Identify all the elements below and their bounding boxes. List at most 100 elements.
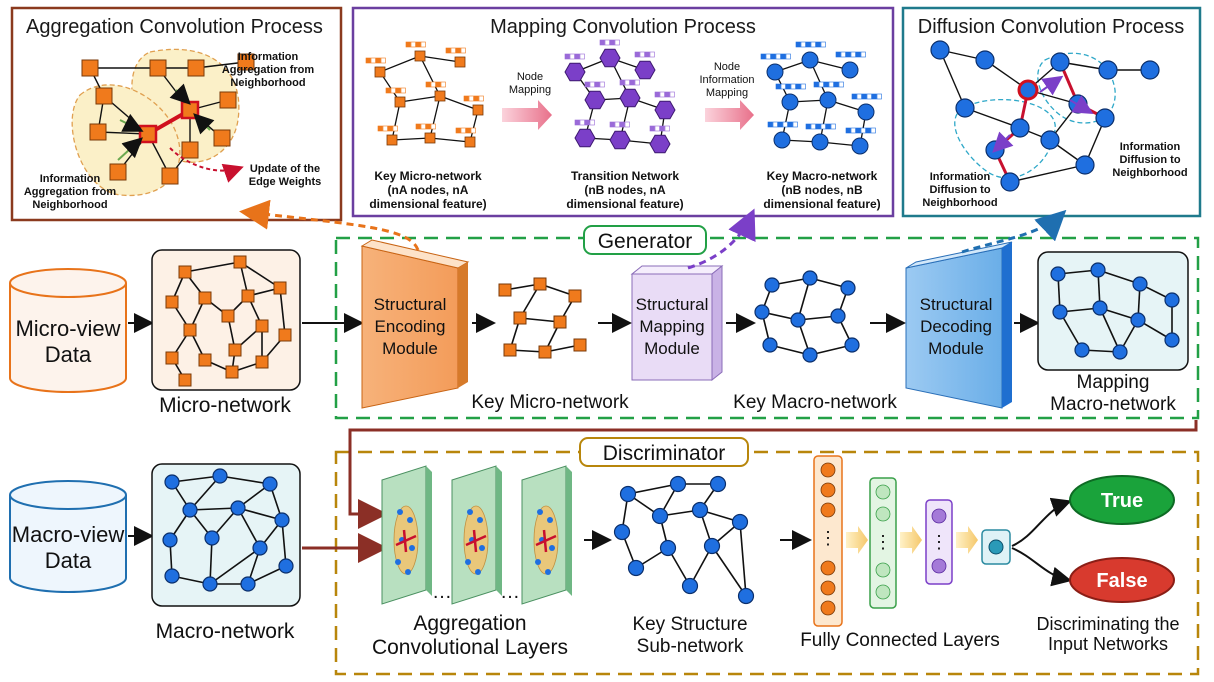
agg-label-top-2: Aggregation from [222,64,314,76]
diffusion-region [954,98,1056,179]
encoding-label-3: Module [382,339,438,358]
key-macro-caption-1: Key Macro-network [767,169,878,183]
graph-node [394,96,406,108]
mapping-module-label-2: Mapping [639,317,704,336]
graph-node [181,141,199,159]
graph-node [183,323,197,337]
feature-cell [624,121,630,128]
conv-node [549,545,555,551]
graph-node [762,337,778,353]
feature-cell [639,51,645,58]
graph-node [164,474,180,490]
graph-node [851,137,869,155]
feature-cell [664,125,670,132]
graph-node [198,353,212,367]
feature-cell [468,95,474,102]
feature-cell [815,123,821,130]
graph-node [764,277,780,293]
micro-data-label-1: Micro-view [15,316,120,341]
graph-edge [391,101,401,141]
graph-node [464,136,476,148]
fc-output-neuron [988,539,1004,555]
generated-network-feedback-arrow [348,420,1198,529]
feature-cell [445,47,451,54]
feature-cell [455,127,461,134]
decoding-label-3: Module [928,339,984,358]
feature-cell [649,125,655,132]
feature-cell [777,121,783,128]
graph-node [609,130,631,150]
svg-text:Key Macro-network(nB nodes, nB: Key Macro-network(nB nodes, nBdimensiona… [763,169,880,211]
graph-node [651,507,669,525]
graph-node [802,270,818,286]
decoding-label-1: Structural [920,295,993,314]
graph-edge [171,475,221,483]
graph-node [1164,332,1180,348]
graph-node [212,468,228,484]
feature-cell [634,51,640,58]
feature-cell [599,81,605,88]
feature-cell [780,83,786,90]
macro-data-label-1: Macro-view [12,522,125,547]
graph-edge [419,55,441,97]
agg-label-top-3: Neighborhood [230,77,305,89]
feature-cell [845,127,851,134]
graph-node [1098,60,1118,80]
graph-node [584,90,606,110]
feature-cell [810,41,816,48]
key-structure-label-2: Sub-network [637,636,744,657]
macro-network-box [151,463,301,607]
feature-cell [790,83,796,90]
diffusion-panel: Diffusion Convolution Process Informatio… [901,6,1202,218]
feature-cell [840,51,846,58]
graph-node [1050,52,1070,72]
graph-node [149,59,167,77]
diffusion-arrow [1069,95,1094,115]
graph-node [109,163,127,181]
graph-node [180,100,200,120]
diffusion-arrow [992,131,1014,153]
feature-cell [425,81,431,88]
graph-edge [237,507,261,549]
graph-node [424,132,436,144]
feature-cell [415,123,421,130]
agg-label-top-1: Information [238,51,299,63]
conv-node [479,545,485,551]
feature-cell [795,83,801,90]
discriminator-frame [334,450,1200,676]
encoding-label-1: Structural [374,295,447,314]
aggregation-graph [71,48,255,197]
node-mapping-arrow [502,100,552,130]
encoding-to-aggregation-connector [239,199,420,251]
feature-cell [470,127,476,134]
decoding-label-2: Decoding [920,317,992,336]
micro-network-graph [165,255,292,387]
feature-cell [851,93,857,100]
conv-node [537,509,543,515]
fc-neuron [820,580,836,596]
graph-node [773,131,791,149]
agg-label-bottom-3: Neighborhood [32,199,107,211]
feature-cell [810,123,816,130]
generator-frame [334,236,1200,420]
graph-node [513,311,527,325]
graph-node [538,345,552,359]
feature-cell [589,81,595,88]
feature-cell [473,95,479,102]
graph-node [230,500,246,516]
graph-node [930,40,950,60]
svg-text:…: … [500,581,520,603]
graph-edge [627,483,679,495]
graph-node [709,475,727,493]
feature-cell [833,81,839,88]
fc-neuron [875,506,891,522]
graph-node [182,502,198,518]
graph-edge [429,137,471,143]
key-macro-caption-2: (nB nodes, nB [781,183,863,197]
feature-cell [866,93,872,100]
graph-edge [964,107,1021,129]
key-structure-subnetwork-graph [613,475,755,605]
